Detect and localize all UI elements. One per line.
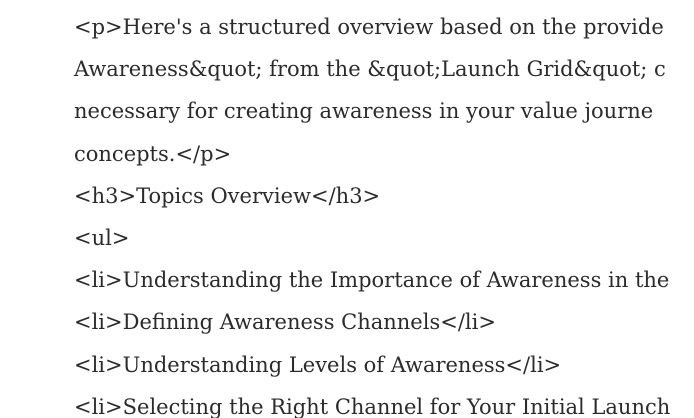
text-line-intro-paragraph-1: <p>Here's a structured overview based on… [74,15,664,39]
text-line-ul-open: <ul> [74,225,130,250]
text-line-list-item-channels: <li>Defining Awareness Channels</li> [74,310,496,335]
raw-html-text-block: <p>Here's a structured overview based on… [74,6,694,418]
text-line-list-item-importance: <li>Understanding the Importance of Awar… [74,268,670,293]
text-line-intro-paragraph-2: Awareness&quot; from the &quot;Launch Gr… [74,57,666,82]
text-line-intro-paragraph-3: necessary for creating awareness in your… [74,99,654,124]
text-line-list-item-levels: <li>Understanding Levels of Awareness</l… [74,352,562,377]
text-line-intro-paragraph-4: concepts.</p> [74,141,232,166]
text-line-list-item-selecting-channel: <li>Selecting the Right Channel for Your… [74,394,671,418]
text-line-heading-topics-overview: <h3>Topics Overview</h3> [74,183,381,208]
